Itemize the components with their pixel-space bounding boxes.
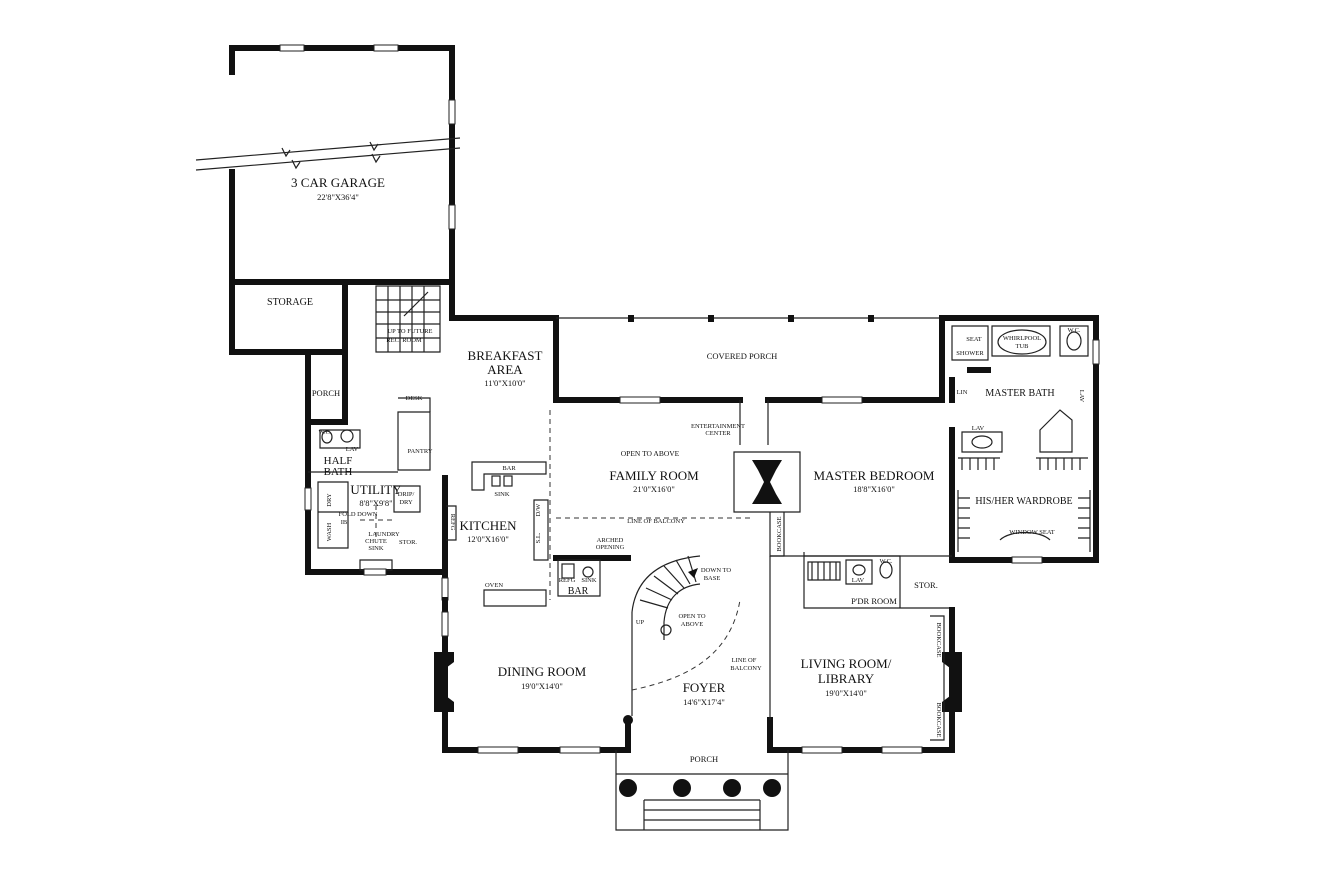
rec-room-label: REC. ROOM (386, 337, 422, 344)
lin-label: LIN (957, 389, 968, 396)
storage-walls (229, 279, 455, 355)
family-open-above: OPEN TO ABOVE (621, 449, 680, 458)
laundry-label: LAUNDRY (368, 531, 400, 538)
living-dim: 19'0"X14'0" (825, 688, 867, 698)
stair-down-2: BASE (704, 575, 721, 582)
master-bed-dim: 18'8"X16'0" (853, 484, 895, 494)
window-seat-label: WINDOW SEAT (1009, 529, 1055, 536)
kitchen-sink-label: SINK (494, 491, 509, 498)
kitchen-oven-label: OVEN (485, 582, 503, 589)
utility-name: UTILITY (350, 482, 402, 497)
wash-label: WASH (326, 522, 333, 541)
utility-sink-label: SINK (368, 545, 383, 552)
arched-label-1: ARCHED (597, 537, 624, 544)
dining-dim: 19'0"X14'0" (521, 681, 563, 691)
stair-down-1: DOWN TO (701, 567, 732, 574)
entertainment-label-1: ENTERTAINMENT (691, 423, 745, 430)
drip-dry-label-2: DRY (399, 499, 413, 506)
bar-stair (557, 555, 741, 725)
fold-down-label: FOLD DOWN (339, 511, 378, 518)
living-bookcase-top: BOOKCASE (935, 622, 942, 657)
whirlpool-label-1: WHIRLPOOL (1003, 335, 1041, 342)
half-bath-lav: LAV (346, 446, 359, 453)
breakfast-name-2: AREA (487, 362, 523, 377)
desk-label: DESK (406, 395, 423, 402)
master-bed-name: MASTER BEDROOM (814, 468, 935, 483)
porch-side-name: PORCH (312, 388, 340, 398)
foyer-name: FOYER (683, 680, 726, 695)
up-to-future-label: UP TO FUTURE (387, 328, 432, 335)
garage-walls (195, 44, 461, 285)
pdr-name: P'DR ROOM (851, 596, 897, 606)
line-balcony-label: LINE OF BALCONY (627, 518, 685, 525)
breakfast-name-1: BREAKFAST (468, 348, 543, 363)
stair-up: UP (636, 619, 645, 626)
storage-name: STORAGE (267, 297, 313, 308)
entertainment-label-2: CENTER (705, 430, 731, 437)
half-bath-wc: W.C. (318, 429, 331, 436)
living-bookcase-bottom: BOOKCASE (935, 702, 942, 737)
pdr-lav-label: LAV (852, 577, 865, 584)
ib-label: IB (341, 519, 348, 526)
breakfast-dim: 11'0"X10'0" (484, 378, 525, 388)
master-bath (949, 325, 1091, 552)
bar-name: BAR (568, 586, 589, 597)
master-lav2-label: LAV (972, 425, 985, 432)
stair-open-2: ABOVE (681, 621, 703, 628)
bar-sink-label: SINK (581, 577, 596, 584)
chute-label: CHUTE (365, 538, 387, 545)
garage-name: 3 CAR GARAGE (291, 175, 385, 190)
family-dim: 21'0"X16'0" (633, 484, 675, 494)
master-wc-label: W.C. (1067, 327, 1080, 334)
garage-dim: 22'8"X36'4" (317, 192, 359, 202)
pdr-wc-label: W.C. (879, 558, 892, 565)
half-bath-name-1: HALF (324, 455, 353, 467)
master-bedroom (770, 315, 1100, 609)
bar-refg-label: REFG (559, 577, 576, 584)
kitchen-dw-label: D/W (535, 503, 542, 517)
kitchen-name: KITCHEN (459, 518, 517, 533)
living-name-2: LIBRARY (818, 671, 875, 686)
seat-label: SEAT (966, 336, 982, 343)
utility-stor-label: STOR. (399, 539, 417, 546)
utility-dim: 8'8"X9'8" (359, 498, 392, 508)
master-lav-label: LAV (1078, 390, 1085, 403)
living-name-1: LIVING ROOM/ (801, 656, 892, 671)
family-name: FAMILY ROOM (609, 468, 699, 483)
wardrobe-name: HIS/HER WARDROBE (975, 496, 1072, 507)
pdr-stor-label: STOR. (914, 580, 938, 590)
foyer-dim: 14'6"X17'4" (683, 697, 725, 707)
dry-label: DRY (326, 493, 333, 507)
kitchen-sl-label: S.L. (535, 532, 542, 543)
kitchen-bar-label: BAR (502, 465, 516, 472)
stair-line-2: BALCONY (730, 665, 762, 672)
pantry-label: PANTRY (407, 448, 432, 455)
half-bath-name-2: BATH (324, 466, 353, 478)
drip-dry-label-1: DRIP/ (398, 491, 415, 498)
covered-porch-name: COVERED PORCH (707, 351, 778, 361)
master-bath-name: MASTER BATH (985, 388, 1054, 399)
family-bookcase-label: BOOKCASE (776, 516, 783, 551)
dining-name: DINING ROOM (498, 664, 587, 679)
kitchen-refg-label: REFG (449, 514, 456, 531)
powder-room (804, 555, 901, 608)
front-rooms (434, 556, 962, 754)
front-porch-name: PORCH (690, 754, 718, 764)
whirlpool-label-2: TUB (1016, 343, 1030, 350)
front-porch (615, 750, 789, 831)
kitchen-dim: 12'0"X16'0" (467, 534, 509, 544)
arched-label-2: OPENING (596, 544, 625, 551)
shower-label: SHOWER (956, 350, 984, 357)
stair-line-1: LINE OF (732, 657, 757, 664)
stair-open-1: OPEN TO (678, 613, 705, 620)
